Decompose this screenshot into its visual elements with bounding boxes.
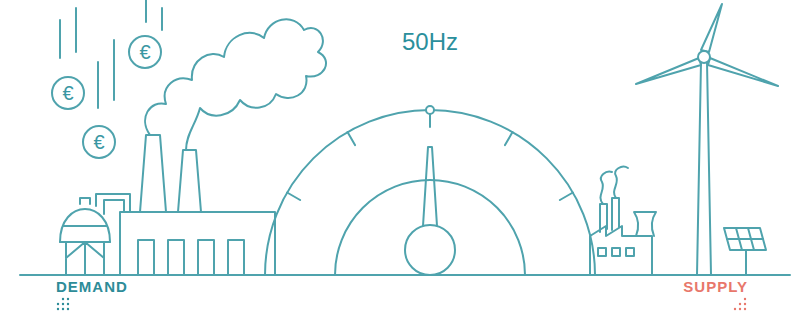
small-factory-stroke <box>600 167 628 204</box>
supply-dots-stroke <box>744 298 746 300</box>
demand-dots-stroke <box>67 298 69 300</box>
wind-turbine-stroke <box>698 51 710 63</box>
power-plant-stroke <box>138 240 244 275</box>
ground-line-stroke <box>20 274 790 276</box>
solar-panel-stroke <box>738 250 754 275</box>
supply-dots-stroke <box>739 308 741 310</box>
supply-label: SUPPLY <box>683 279 748 296</box>
demand-dots-stroke <box>57 308 59 310</box>
gauge-stroke <box>405 225 455 275</box>
euro-coin: € <box>128 35 162 69</box>
wind-turbine-stroke <box>701 4 722 52</box>
demand-dots-stroke <box>62 308 64 310</box>
euro-coin: € <box>82 125 116 159</box>
wind-turbine-stroke <box>708 58 778 86</box>
gas-tank-stroke <box>66 242 104 275</box>
solar-panel <box>724 228 766 275</box>
gas-tank-stroke <box>60 226 110 242</box>
demand-label: DEMAND <box>56 279 128 296</box>
currency-symbol: € <box>62 83 73 103</box>
supply-dots-stroke <box>739 303 741 305</box>
gauge-stroke <box>335 180 525 275</box>
power-plant-stroke <box>120 212 275 275</box>
wind-turbine-stroke <box>636 58 701 84</box>
gauge-stroke <box>423 147 437 226</box>
small-factory <box>590 167 656 275</box>
gauge-stroke <box>426 106 434 114</box>
demand-dots-stroke <box>62 303 64 305</box>
wind-turbine-stroke <box>697 62 711 275</box>
gauge-stroke <box>287 114 573 200</box>
gas-tank-stroke <box>60 209 110 242</box>
gas-tank-stroke <box>80 198 90 204</box>
small-factory-stroke <box>590 226 652 275</box>
gauge-stroke <box>265 110 595 275</box>
supply-dots-stroke <box>744 308 746 310</box>
gauge <box>265 106 595 275</box>
currency-symbol: € <box>139 42 150 62</box>
frequency-value: 50Hz <box>402 29 458 55</box>
power-plant <box>120 19 326 275</box>
small-factory-stroke <box>634 212 656 236</box>
small-factory-stroke <box>598 248 634 256</box>
demand-dots-stroke <box>67 303 69 305</box>
power-plant-stroke <box>145 19 326 150</box>
demand-dots <box>57 298 69 310</box>
euro-coin: € <box>51 76 85 110</box>
solar-panel-stroke <box>724 228 766 250</box>
ground-line <box>20 275 790 276</box>
supply-dots <box>734 298 746 310</box>
demand-dots-stroke <box>62 298 64 300</box>
supply-dots-stroke <box>734 308 736 310</box>
currency-symbol: € <box>93 132 104 152</box>
power-plant-stroke <box>140 135 201 212</box>
demand-dots-stroke <box>67 308 69 310</box>
supply-dots-stroke <box>744 303 746 305</box>
demand-dots-stroke <box>57 303 59 305</box>
wind-turbine <box>636 4 778 275</box>
solar-panel-stroke <box>727 228 763 250</box>
